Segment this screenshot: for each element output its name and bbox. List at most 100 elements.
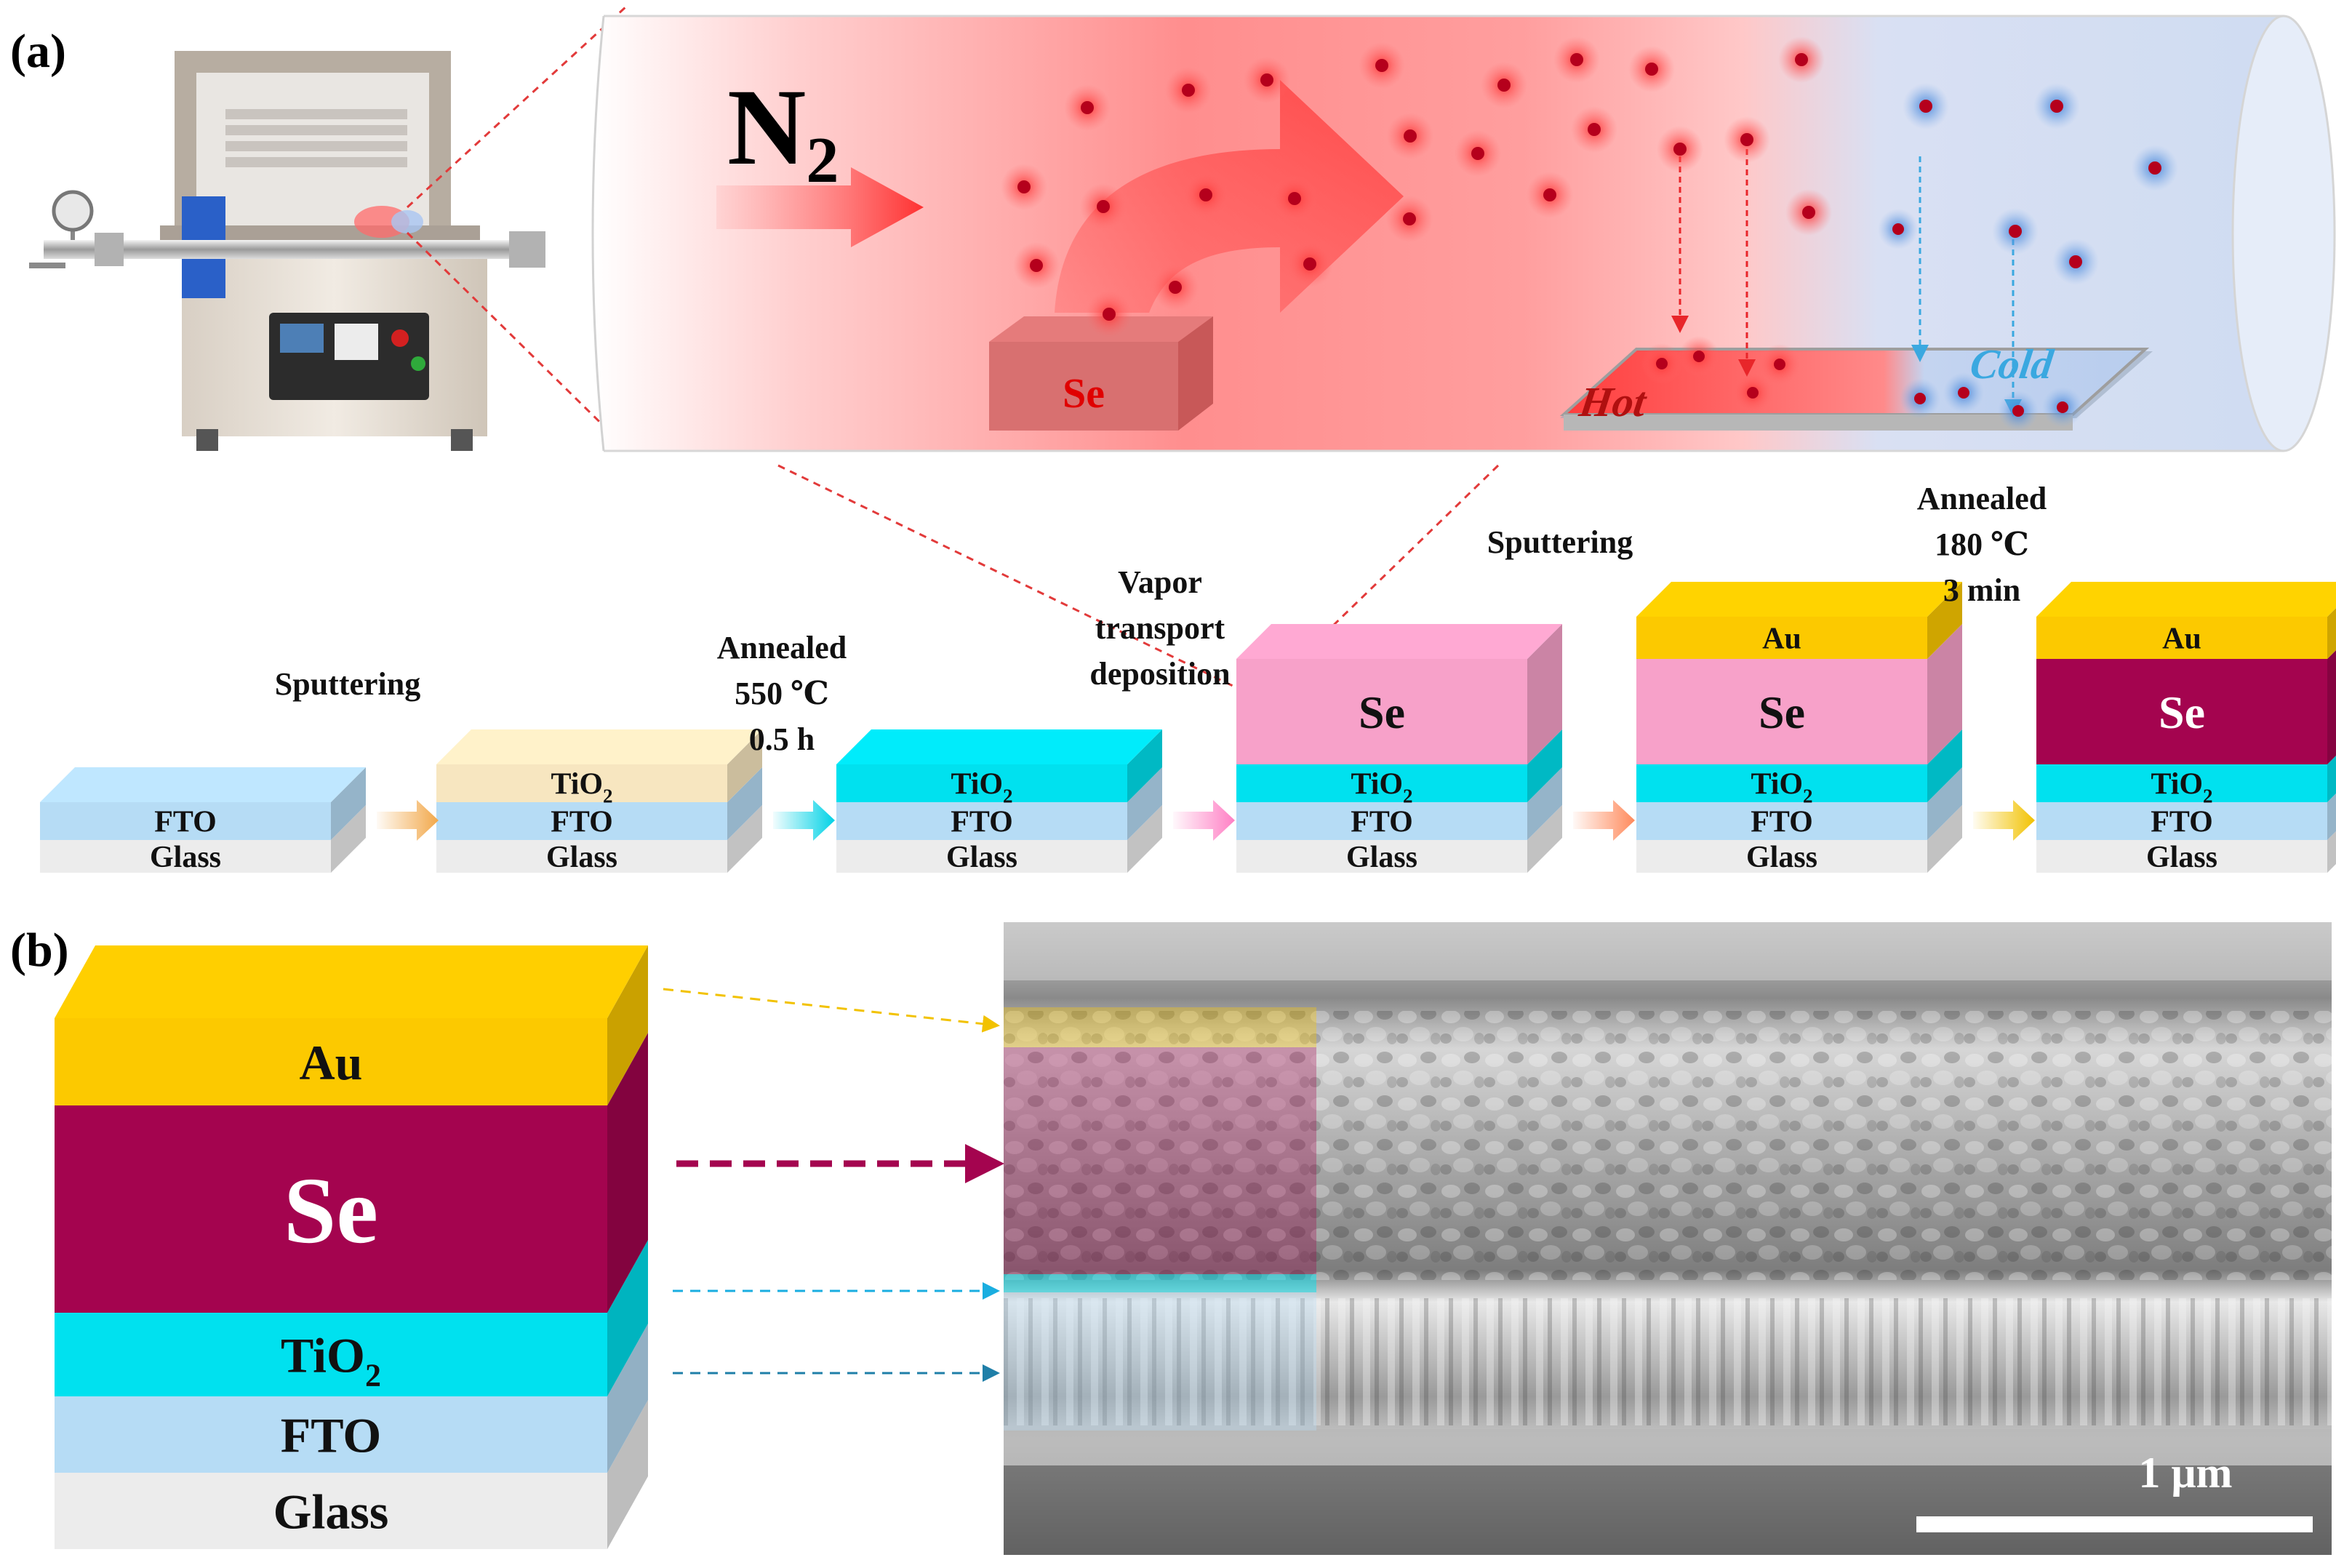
stack-layer [1236,764,1527,802]
process-step-arrow [377,800,439,841]
stack-layer-side [331,767,366,840]
stack-top-face [40,767,366,802]
stack-layer-label: TiO2 [2151,768,2212,807]
process-step-arrow [1173,800,1235,841]
process-step-arrow [773,800,835,841]
stack-layer-label: FTO [281,1407,382,1463]
se-vapor-particles [1001,36,2178,431]
stack-layer-side [607,1324,648,1473]
stack-layer-side [1127,805,1162,873]
stack-layer-side [1527,805,1562,873]
stack-layer-side [1927,729,1962,802]
stack-layer-label: Glass [946,841,1017,874]
stack-layer-label: Se [1359,687,1405,738]
process-step-label: Sputtering [275,666,420,702]
stack-layer [1236,659,1527,764]
stack-layer [436,802,727,840]
stack-layer-side [607,1033,648,1313]
stack-layer [1636,802,1927,840]
stack-layer-label: FTO [2151,806,2213,839]
stack-layer-side [1927,805,1962,873]
stack-layer-side [2327,831,2336,873]
stack-layer-side [727,767,762,840]
stack-layer-label: Glass [273,1484,389,1539]
stack-top-face [1636,582,1962,617]
stack-layer-label: Se [284,1159,378,1263]
stack-layer-side [2327,756,2336,802]
stack-layer-label: Se [1759,687,1805,738]
stack-layer [1236,802,1527,840]
stack-layer-label: TiO2 [1351,768,1412,807]
stack-layer-side [2327,650,2336,764]
stack-layer-side [1527,624,1562,764]
stack-layer [836,764,1127,802]
process-step-label: 550 ℃ [735,676,829,711]
stack-layer-side [1927,582,1962,659]
stack-layer-side [1527,729,1562,802]
stack-layer-label: FTO [154,806,217,839]
panel-a-label: (a) [10,25,66,78]
stack-top-face [1236,624,1562,659]
stack-layer-side [727,805,762,873]
stack-layer [1236,840,1527,873]
stack-layer [55,1313,607,1396]
stack-layer-label: Glass [546,841,617,874]
stack-layer-label: Au [1762,623,1801,656]
sem-cross-section-image: 1 μm [1004,922,2332,1555]
stack-layer [55,1473,607,1549]
stack-layer-label: Glass [150,841,221,874]
scale-bar [1916,1516,2313,1532]
stack-layer-label: FTO [951,806,1013,839]
gas-label: N2 [727,67,839,196]
stack-layer [2036,617,2327,659]
stack-layer-label: Glass [1746,841,1817,874]
stack-layer-label: TiO2 [551,768,612,807]
stack-layer [1636,617,1927,659]
stack-top-face [436,729,762,764]
stack-layer-label: Au [2162,623,2201,656]
process-step-label: Sputtering [1487,524,1633,560]
stack-layer-side [2327,608,2336,659]
stack-layer [40,840,331,873]
stack-layer-label: TiO2 [1751,768,1812,807]
stack-layer [1636,659,1927,764]
stack-top-face [55,945,648,1018]
stack-layer-label: TiO2 [281,1327,381,1393]
process-step-arrow [1573,800,1635,841]
stack-layer [1636,764,1927,802]
hot-label: Hot [1576,378,1650,425]
stack-layer-label: FTO [1751,806,1813,839]
stack-layer-label: Glass [2146,841,2217,874]
scale-bar-label: 1 μm [2139,1449,2233,1497]
stack-layer [2036,840,2327,873]
se-source-label: Se [1063,369,1105,417]
layer-connector-arrows [663,988,1004,1382]
stack-layer-label: FTO [551,806,613,839]
stack-layer-label: Au [300,1035,363,1090]
stack-layer [2036,802,2327,840]
stack-layer-side [607,1240,648,1396]
stack-layer-side [1927,767,1962,840]
stack-layer-side [607,945,648,1105]
stack-layer [55,1018,607,1105]
stack-layer [436,764,727,802]
stack-top-face [2036,582,2336,617]
stack-layer-side [331,805,366,873]
stack-layer-side [727,729,762,802]
stack-layer [55,1105,607,1313]
process-step-label: 3 min [1943,572,2020,608]
process-step-label: 0.5 h [749,721,815,757]
stack-layer [436,840,727,873]
tube-furnace-photo [29,51,545,451]
process-step-label: transport [1095,610,1225,646]
stack-layer [836,840,1127,873]
process-step-label: Vapor [1118,564,1202,600]
stack-layer-label: Glass [1346,841,1417,874]
process-step-arrow [1973,800,2035,841]
stack-layer-side [1527,767,1562,840]
